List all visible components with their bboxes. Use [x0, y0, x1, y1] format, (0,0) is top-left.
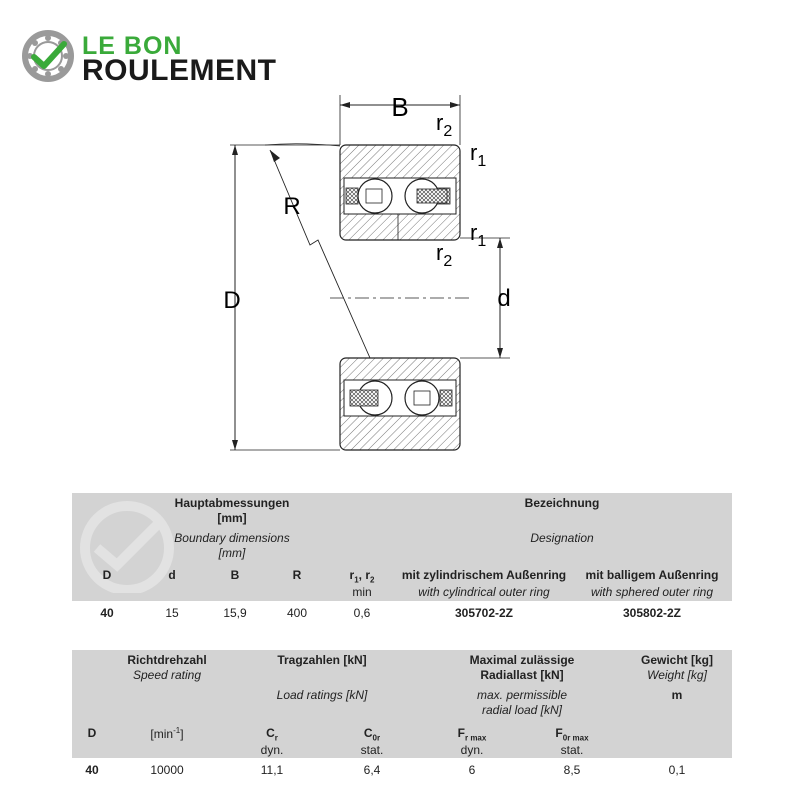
table-header-bg [72, 650, 732, 758]
col-D: D [87, 726, 97, 740]
row-speed: 10000 [150, 763, 184, 777]
row-B: 15,9 [223, 606, 247, 620]
group-designation-de: Bezeichnung [524, 496, 600, 510]
brand-line-2: ROULEMENT [82, 54, 277, 87]
col-speed-unit: [min-1] [150, 726, 184, 741]
group-radial-de-2: Radiallast [kN] [480, 668, 564, 682]
group-radial-en-2: radial load [kN] [481, 703, 563, 717]
col-F0r: F0r max [555, 726, 589, 743]
col-B: B [230, 568, 240, 582]
dimensions-table: Hauptabmessungen [mm] Boundary dimension… [72, 493, 732, 620]
row-D: 40 [85, 763, 99, 777]
col-Fr-note: dyn. [460, 743, 484, 757]
group-main-de: Hauptabmessungen [174, 496, 290, 510]
row-C0r: 6,4 [363, 763, 381, 777]
col-d: d [168, 568, 176, 582]
row-sphered: 305802-2Z [622, 606, 682, 620]
row-F0r: 8,5 [563, 763, 581, 777]
group-speed-en: Speed rating [132, 668, 202, 682]
table-header-bg [72, 493, 732, 601]
row-Fr: 6 [468, 763, 476, 777]
bearing-logo-icon [22, 30, 74, 82]
row-weight: 0,1 [668, 763, 686, 777]
col-Cr-note: dyn. [260, 743, 284, 757]
group-designation-en: Designation [530, 531, 594, 545]
row-d: 15 [165, 606, 179, 620]
label-D: D [223, 287, 240, 314]
col-R: R [292, 568, 302, 582]
brand-logo: LE BON ROULEMENT [22, 26, 302, 87]
col-Cr: Cr [266, 726, 278, 743]
col-F0r-note: stat. [560, 743, 584, 757]
group-radial-en-1: max. permissible [476, 688, 568, 702]
col-sphered-de: mit balligem Außenring [585, 568, 719, 582]
row-r: 0,6 [353, 606, 371, 620]
label-r2-top: r2 [436, 110, 452, 140]
group-weight-en: Weight [kg] [647, 668, 707, 682]
label-R: R [283, 193, 300, 220]
col-cylindrical-de: mit zylindrischem Außenring [401, 568, 567, 582]
label-B: B [391, 92, 408, 122]
row-R: 400 [286, 606, 308, 620]
label-d: d [497, 285, 510, 312]
col-D: D [102, 568, 112, 582]
col-sphered-en: with sphered outer ring [590, 585, 714, 599]
group-load-en: Load ratings [kN] [276, 688, 368, 702]
col-cylindrical-en: with cylindrical outer ring [418, 585, 550, 599]
group-load-de: Tragzahlen [kN] [277, 653, 367, 667]
group-radial-de-1: Maximal zulässige [469, 653, 575, 667]
row-cylindrical: 305702-2Z [454, 606, 514, 620]
group-weight-de: Gewicht [kg] [640, 653, 713, 667]
row-Cr: 11,1 [260, 763, 284, 777]
ratings-table: Richtdrehzahl Speed rating Tragzahlen [k… [72, 650, 732, 780]
label-r1-top: r1 [470, 140, 486, 170]
col-C0r-note: stat. [360, 743, 384, 757]
group-main-en: Boundary dimensions [174, 531, 290, 545]
label-r2-mid: r2 [436, 240, 452, 270]
group-main-unit-en: [mm] [218, 546, 246, 560]
col-Fr: Fr max [457, 726, 487, 743]
watermark-icon [80, 501, 174, 593]
col-C0r: C0r [363, 726, 381, 743]
col-r1-r2: r1, r2 [349, 568, 375, 585]
group-main-unit-de: [mm] [217, 511, 247, 525]
weight-symbol: m [671, 688, 683, 702]
bearing-cross-section-drawing: B r2 r1 r1 r2 R D d [223, 92, 511, 451]
col-r-min: min [352, 585, 372, 599]
row-D: 40 [100, 606, 114, 620]
label-r1-mid: r1 [470, 220, 486, 250]
group-speed-de: Richtdrehzahl [127, 653, 207, 667]
brand-line-1: LE BON [82, 32, 183, 60]
